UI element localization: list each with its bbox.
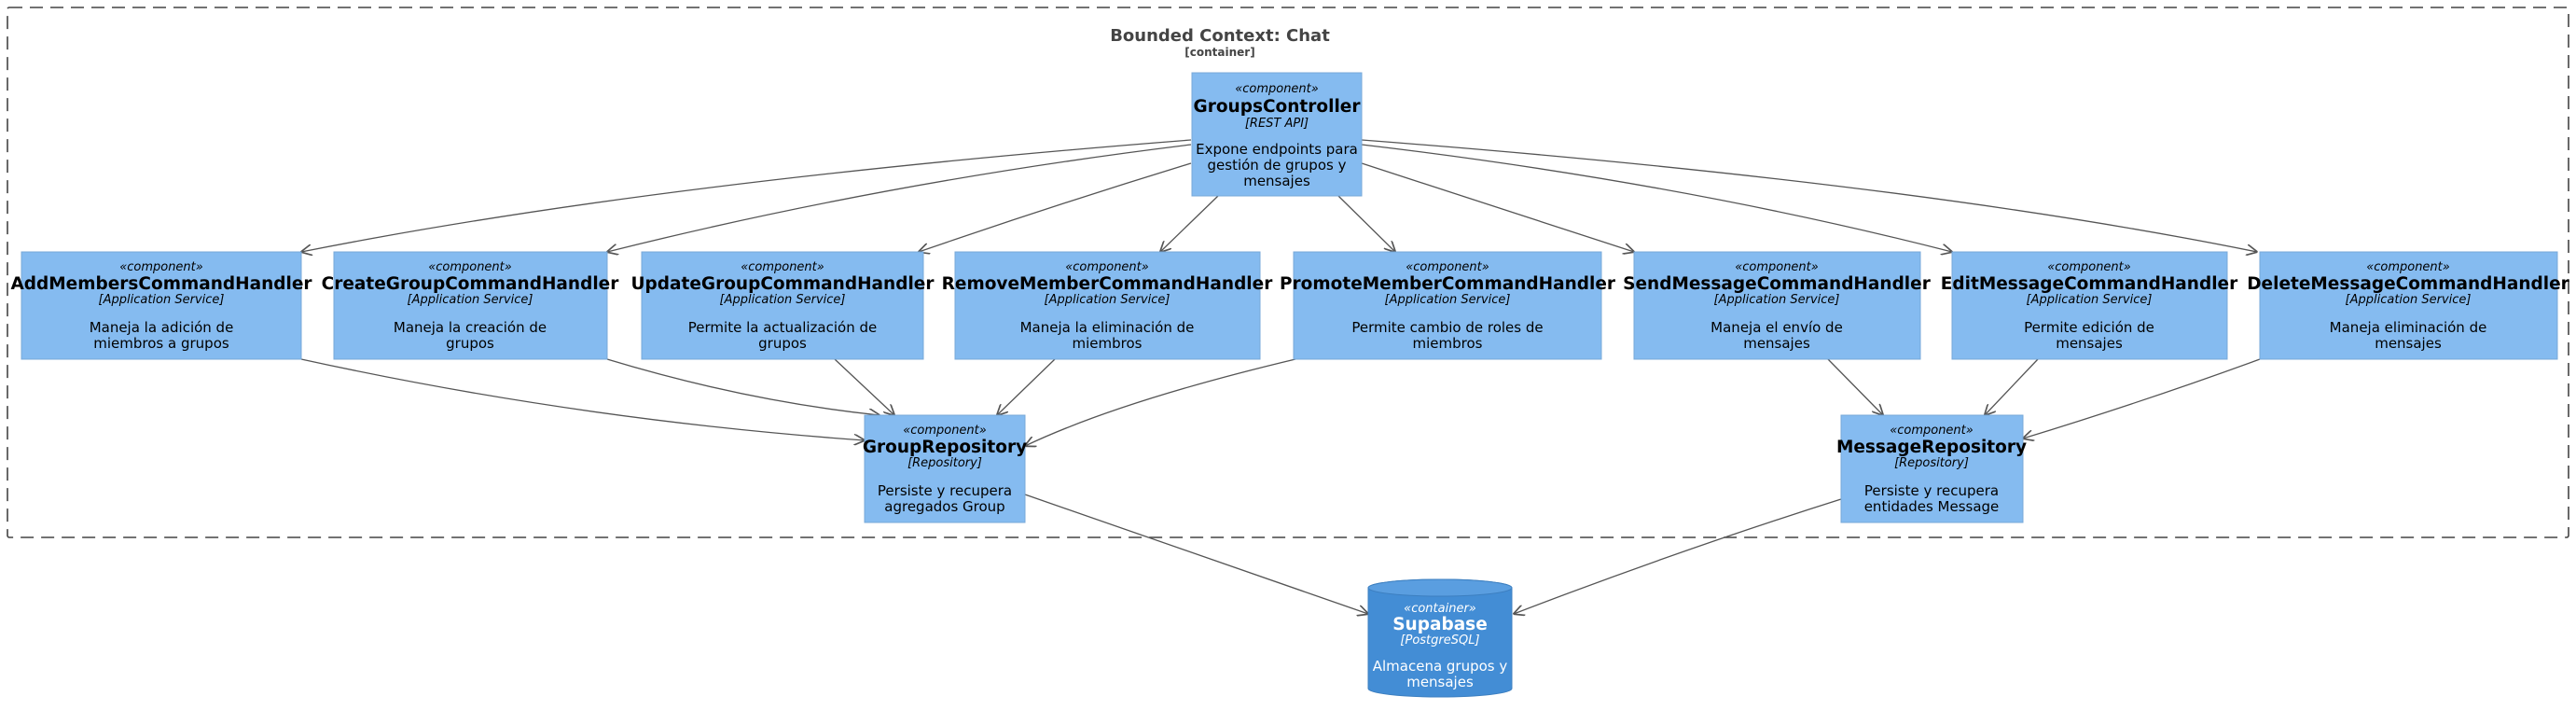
- stereotype: «component»: [119, 260, 203, 274]
- bounded-context-boundary: Bounded Context: Chat [container]: [7, 7, 2569, 538]
- component-desc-line: miembros a grupos: [93, 335, 229, 352]
- component-tech: [Application Service]: [1045, 293, 1170, 307]
- stereotype: «component»: [903, 424, 987, 438]
- component-desc-line: Persiste y recupera: [1864, 482, 1999, 499]
- component-desc-line: miembros: [1413, 335, 1483, 352]
- component-tech: [Application Service]: [2346, 293, 2472, 307]
- container-desc-line: Almacena grupos y: [1373, 658, 1508, 675]
- edge-controller-update-group: [919, 162, 1192, 252]
- component-name: AddMembersCommandHandler: [10, 274, 312, 294]
- stereotype: «component»: [428, 260, 512, 274]
- component-delete-message-handler[interactable]: «component» DeleteMessageCommandHandler …: [2247, 251, 2570, 360]
- container-desc-line: mensajes: [1406, 674, 1474, 690]
- stereotype: «component»: [2047, 260, 2131, 274]
- component-name: CreateGroupCommandHandler: [322, 274, 620, 294]
- component-desc-line: grupos: [446, 335, 494, 352]
- component-name: DeleteMessageCommandHandler: [2247, 274, 2569, 294]
- edge-group-repo-supabase: [1024, 494, 1368, 614]
- stereotype: «component»: [1235, 82, 1319, 96]
- edge-controller-delete-message: [1361, 139, 2257, 252]
- component-add-members-handler[interactable]: «component» AddMembersCommandHandler [Ap…: [10, 251, 312, 360]
- component-tech: [Repository]: [907, 456, 982, 470]
- edges: [300, 139, 2261, 614]
- edge-send-message-message-repo: [1827, 358, 1883, 415]
- component-name: GroupsController: [1194, 97, 1362, 117]
- edge-delete-message-message-repo: [2023, 358, 2261, 439]
- stereotype: «component»: [741, 260, 824, 274]
- stereotype: «component»: [1890, 424, 1974, 438]
- container-name: Supabase: [1392, 615, 1488, 634]
- component-desc-line: Permite la actualización de: [688, 319, 877, 336]
- edge-controller-remove-member: [1160, 195, 1219, 252]
- component-desc-line: Permite edición de: [2024, 319, 2154, 336]
- edge-controller-edit-message: [1361, 144, 1952, 252]
- component-desc-line: mensajes: [2056, 335, 2123, 352]
- component-desc-line: entidades Message: [1864, 498, 2000, 515]
- component-tech: [Application Service]: [408, 293, 533, 307]
- component-desc-line: Maneja la adición de: [90, 319, 234, 336]
- component-tech: [Application Service]: [1714, 293, 1840, 307]
- component-desc-line: Maneja eliminación de: [2330, 319, 2487, 336]
- container-tech: [PostgreSQL]: [1400, 633, 1479, 647]
- component-desc-line: Maneja el envío de: [1710, 319, 1843, 336]
- component-message-repository[interactable]: «component» MessageRepository [Repositor…: [1836, 414, 2027, 523]
- container-supabase-database[interactable]: «container» Supabase [PostgreSQL] Almace…: [1367, 578, 1513, 698]
- edge-controller-send-message: [1361, 162, 1634, 252]
- component-group-repository[interactable]: «component» GroupRepository [Repository]…: [863, 414, 1027, 523]
- stereotype: «component»: [1735, 260, 1819, 274]
- stereotype: «component»: [1065, 260, 1149, 274]
- component-desc-line: gestión de grupos y: [1208, 157, 1347, 174]
- edge-controller-create-group: [607, 144, 1192, 252]
- component-desc-line: Maneja la eliminación de: [1020, 319, 1195, 336]
- component-desc-line: miembros: [1073, 335, 1143, 352]
- component-name: MessageRepository: [1836, 438, 2027, 457]
- edge-controller-promote-member: [1337, 195, 1395, 252]
- stereotype: «container»: [1404, 602, 1476, 616]
- component-edit-message-handler[interactable]: «component» EditMessageCommandHandler [A…: [1941, 251, 2238, 360]
- edge-promote-member-group-repo: [1025, 358, 1296, 446]
- component-create-group-handler[interactable]: «component» CreateGroupCommandHandler [A…: [322, 251, 620, 360]
- component-tech: [Repository]: [1894, 456, 1969, 470]
- component-desc-line: agregados Group: [884, 498, 1004, 515]
- edge-edit-message-message-repo: [1985, 358, 2039, 415]
- boundary-type: [container]: [1184, 46, 1254, 59]
- database-cylinder-top: [1367, 578, 1513, 597]
- component-desc-line: Permite cambio de roles de: [1351, 319, 1543, 336]
- component-groups-controller[interactable]: «component» GroupsController [REST API] …: [1191, 72, 1363, 197]
- component-tech: [REST API]: [1245, 117, 1309, 131]
- edge-update-group-group-repo: [834, 358, 894, 415]
- boundary-title: Bounded Context: Chat: [1110, 26, 1330, 46]
- component-tech: [Application Service]: [2027, 293, 2153, 307]
- component-name: GroupRepository: [863, 438, 1027, 457]
- component-desc-line: Maneja la creación de: [394, 319, 547, 336]
- component-tech: [Application Service]: [1385, 293, 1511, 307]
- component-tech: [Application Service]: [720, 293, 846, 307]
- component-desc-line: Persiste y recupera: [878, 482, 1012, 499]
- edge-add-members-group-repo: [300, 358, 865, 440]
- component-tech: [Application Service]: [99, 293, 225, 307]
- edge-message-repo-supabase: [1514, 498, 1842, 614]
- component-desc-line: Expone endpoints para: [1196, 141, 1358, 158]
- edge-create-group-group-repo: [606, 358, 879, 415]
- component-desc-line: mensajes: [1743, 335, 1810, 352]
- component-desc-line: mensajes: [1243, 173, 1310, 189]
- component-remove-member-handler[interactable]: «component» RemoveMemberCommandHandler […: [942, 251, 1274, 360]
- stereotype: «component»: [2366, 260, 2450, 274]
- component-desc-line: mensajes: [2375, 335, 2442, 352]
- edge-controller-add-members: [301, 139, 1192, 252]
- component-name: SendMessageCommandHandler: [1623, 274, 1932, 294]
- component-send-message-handler[interactable]: «component» SendMessageCommandHandler [A…: [1623, 251, 1932, 360]
- component-promote-member-handler[interactable]: «component» PromoteMemberCommandHandler …: [1280, 251, 1616, 360]
- component-update-group-handler[interactable]: «component» UpdateGroupCommandHandler [A…: [631, 251, 935, 360]
- edge-remove-member-group-repo: [997, 358, 1056, 415]
- component-name: UpdateGroupCommandHandler: [631, 274, 935, 294]
- component-name: EditMessageCommandHandler: [1941, 274, 2238, 294]
- component-desc-line: grupos: [758, 335, 807, 352]
- stereotype: «component»: [1406, 260, 1489, 274]
- component-name: RemoveMemberCommandHandler: [942, 274, 1274, 294]
- component-name: PromoteMemberCommandHandler: [1280, 274, 1616, 294]
